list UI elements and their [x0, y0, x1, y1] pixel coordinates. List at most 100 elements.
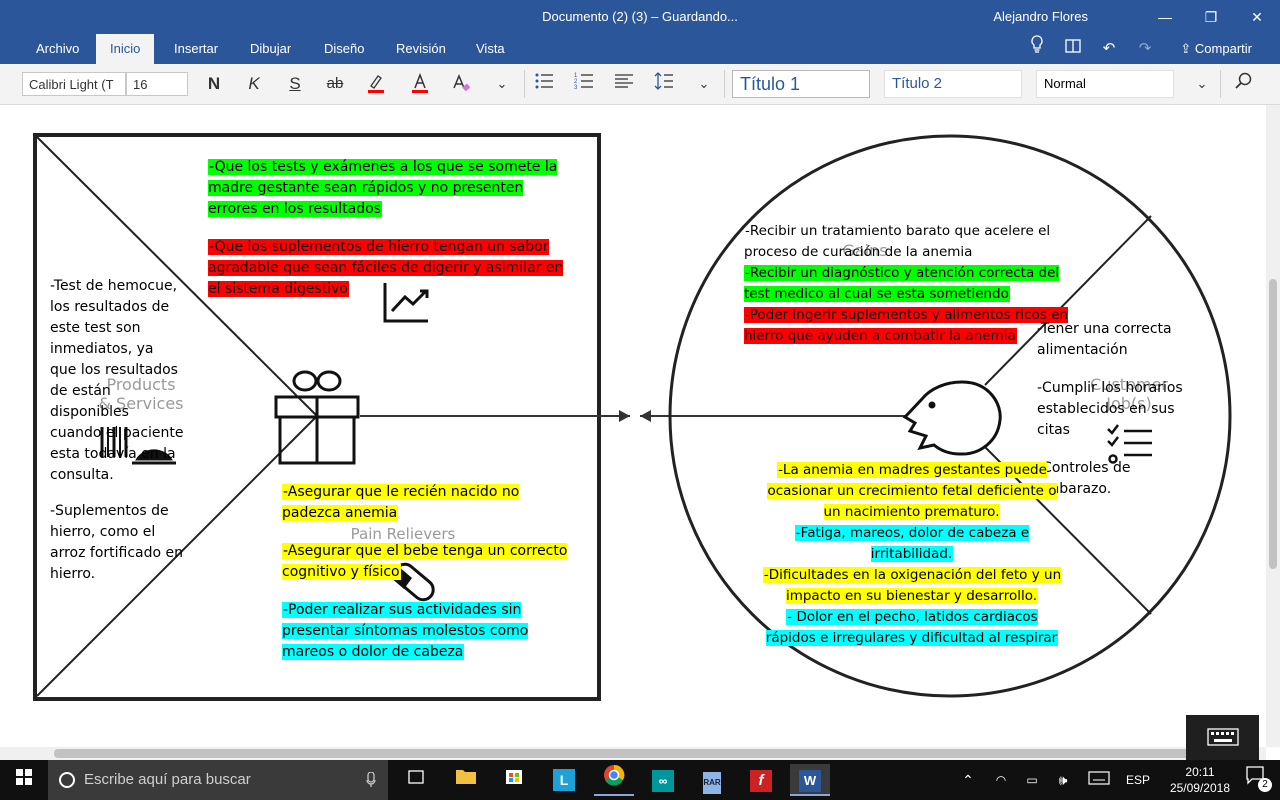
reading-view-icon[interactable] [1058, 34, 1088, 64]
tab-revision[interactable]: Revisión [396, 41, 446, 56]
document-canvas[interactable]: Products & Services Pain Relievers Gains… [0, 105, 1266, 747]
close-button[interactable]: ✕ [1251, 9, 1263, 25]
restore-button[interactable]: ❐ [1204, 9, 1218, 25]
redo-icon[interactable]: ↷ [1138, 40, 1152, 57]
font-color-button[interactable] [406, 72, 434, 96]
list-item: -Suplementos de hierro, como el arroz fo… [50, 503, 184, 582]
clock-time: 20:11 [1185, 765, 1215, 779]
growth-chart-icon [383, 283, 429, 323]
l-app-icon[interactable]: L [544, 764, 584, 796]
taskbar-search[interactable]: Escribe aquí para buscar [48, 760, 388, 800]
store-icon[interactable] [494, 764, 534, 796]
tab-diseno[interactable]: Diseño [324, 41, 365, 56]
chrome-icon[interactable] [594, 764, 634, 796]
line-spacing-icon [654, 72, 673, 90]
title-bar: Documento (2) (3) – Guardando... Alejand… [0, 0, 1280, 34]
share-icon: ⇪ [1180, 41, 1195, 56]
font-name-box[interactable]: Calibri Light (T [22, 72, 126, 96]
list-item: -Recibir un diagnóstico y atención corre… [744, 265, 1060, 302]
vertical-scroll-thumb[interactable] [1269, 279, 1277, 569]
f-app-icon[interactable]: f [741, 764, 781, 796]
document-title: Documento (2) (3) – Guardando... [542, 9, 738, 24]
numbering-icon: 123 [574, 73, 593, 91]
style-titulo-1[interactable]: Título 1 [732, 70, 870, 98]
strikethrough-button[interactable]: ab [326, 75, 344, 92]
ribbon-divider [1220, 70, 1221, 98]
list-item: - Dolor en el pecho, latidos cardiacos r… [765, 609, 1059, 646]
keyboard-tray-icon[interactable] [1082, 764, 1116, 796]
word-icon[interactable]: W [790, 764, 830, 796]
search-icon [1235, 72, 1252, 89]
customer-face-icon [902, 380, 1002, 456]
language-indicator[interactable]: ESP [1125, 773, 1150, 787]
style-normal[interactable]: Normal [1036, 70, 1174, 98]
undo-icon[interactable]: ↶ [1102, 40, 1116, 57]
list-item: -Que los tests y exámenes a los que se s… [208, 159, 558, 217]
bullets-icon [535, 73, 553, 89]
cortana-icon [59, 772, 75, 788]
winrar-icon[interactable]: RAR [692, 764, 732, 796]
list-item: -Poder realizar sus actividades sin pres… [282, 602, 529, 660]
user-name[interactable]: Alejandro Flores [993, 9, 1088, 24]
styles-chevron-icon[interactable]: ⌄ [1196, 76, 1208, 91]
checklist-icon [1107, 424, 1152, 464]
lightbulb-icon[interactable] [1022, 34, 1052, 64]
style-titulo-2[interactable]: Título 2 [884, 70, 1022, 98]
minimize-button[interactable]: — [1158, 9, 1172, 25]
clock-date: 25/09/2018 [1169, 781, 1230, 795]
touch-keyboard-button[interactable] [1186, 715, 1259, 760]
bold-button[interactable]: N [207, 74, 221, 93]
battery-icon[interactable]: ▭ [1026, 773, 1038, 787]
align-button[interactable] [610, 72, 638, 96]
action-center-button[interactable]: 2 [1236, 764, 1276, 796]
italic-button[interactable]: K [248, 74, 260, 93]
list-item: -Fatiga, mareos, dolor de cabeza e irrit… [794, 525, 1030, 562]
pain-relievers-label: Pain Relievers [350, 525, 456, 543]
vertical-scrollbar[interactable] [1266, 105, 1280, 747]
list-item: -La anemia en madres gestantes puede oca… [767, 462, 1057, 520]
microphone-icon[interactable] [366, 772, 376, 788]
gains-label: Gains [842, 241, 888, 260]
customer-jobs-label: Customer Job(s) [1090, 375, 1168, 413]
volume-icon[interactable]: 🕪 [1058, 772, 1068, 788]
taskbar-clock[interactable]: 20:11 25/09/2018 [1170, 764, 1230, 796]
gift-icon [274, 370, 360, 465]
list-item: -Controles de embarazo. [1037, 460, 1131, 497]
more-font-chevron-icon[interactable]: ⌄ [496, 76, 508, 91]
font-size-box[interactable]: 16 [126, 72, 188, 96]
tab-inicio[interactable]: Inicio [96, 34, 155, 64]
notification-count: 2 [1258, 778, 1272, 792]
tab-vista[interactable]: Vista [476, 41, 505, 56]
line-spacing-button[interactable] [650, 72, 678, 96]
value-proposition-canvas [33, 133, 1232, 701]
tab-dibujar[interactable]: Dibujar [250, 41, 292, 56]
horizontal-scroll-thumb[interactable] [54, 749, 1214, 758]
tab-insertar[interactable]: Insertar [174, 41, 219, 56]
svg-text:1: 1 [574, 73, 578, 79]
start-button[interactable] [2, 764, 46, 796]
list-item: -Recibir un tratamiento barato que acele… [744, 223, 1051, 260]
list-item: -Asegurar que le recién nacido no padezc… [282, 484, 520, 521]
task-view-icon[interactable] [396, 764, 436, 796]
align-left-icon [615, 74, 633, 88]
list-item: -Cumplir los horarios establecidos en su… [1037, 380, 1183, 438]
products-services-label: Products & Services [98, 375, 184, 413]
bullets-button[interactable] [530, 72, 558, 96]
clear-format-button[interactable] [447, 72, 475, 96]
list-item: -Poder ingerir suplementos y alimentos r… [744, 307, 1069, 344]
arduino-icon[interactable]: ∞ [643, 764, 683, 796]
tab-archivo[interactable]: Archivo [36, 41, 80, 56]
share-button[interactable]: ⇪ Compartir [1180, 41, 1252, 56]
search-placeholder: Escribe aquí para buscar [84, 771, 251, 788]
network-icon[interactable]: ◠ [995, 773, 1007, 787]
more-paragraph-chevron-icon[interactable]: ⌄ [698, 76, 710, 91]
search-button[interactable] [1230, 72, 1258, 96]
svg-text:3: 3 [574, 85, 578, 90]
tray-chevron-up-icon[interactable]: ⌃ [962, 772, 974, 788]
highlight-button[interactable] [362, 72, 390, 96]
file-explorer-icon[interactable] [446, 764, 486, 796]
underline-button[interactable]: S [289, 74, 301, 93]
horizontal-scrollbar[interactable] [0, 747, 1266, 760]
svg-text:2: 2 [574, 79, 578, 85]
